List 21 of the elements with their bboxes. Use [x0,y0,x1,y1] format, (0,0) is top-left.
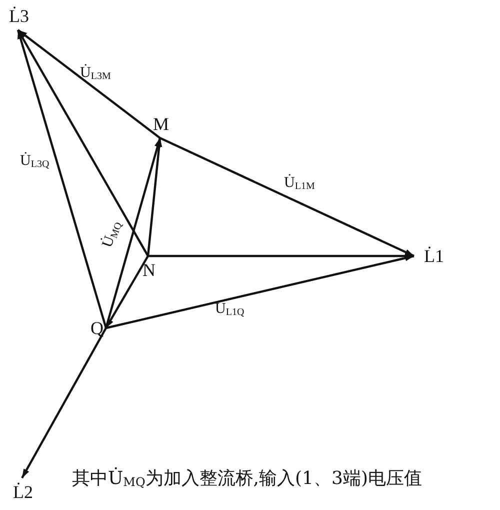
phasor-arrow [17,29,161,139]
edge-label: U̇$_{L1M}$ [284,174,315,194]
phasor-arrow [148,252,414,260]
phasor-arrow [104,138,162,328]
point-label: L̇2 [8,480,38,504]
point-label: N [138,258,160,282]
point-label: M [150,112,172,136]
point-label: L̇1 [418,244,450,268]
phasor-arrow [146,138,162,256]
phasor-arrow [160,137,414,257]
phasor-arrow [106,254,414,330]
point-label: L̇3 [4,4,34,28]
phasor-arrow [105,255,149,329]
point-label: Q [88,316,106,340]
phasor-arrow [16,30,108,328]
edge-label: U̇$_{L1Q}$ [215,300,244,320]
caption: 其中U̇$_{MQ}$为加入整流桥,输入(1、3端)电压值 [72,466,422,490]
phasor-arrow [17,29,149,257]
phasor-arrow [21,327,107,479]
edge-label: U̇$_{L3Q}$ [20,152,50,172]
edge-label: U̇$_{L3M}$ [80,64,111,84]
